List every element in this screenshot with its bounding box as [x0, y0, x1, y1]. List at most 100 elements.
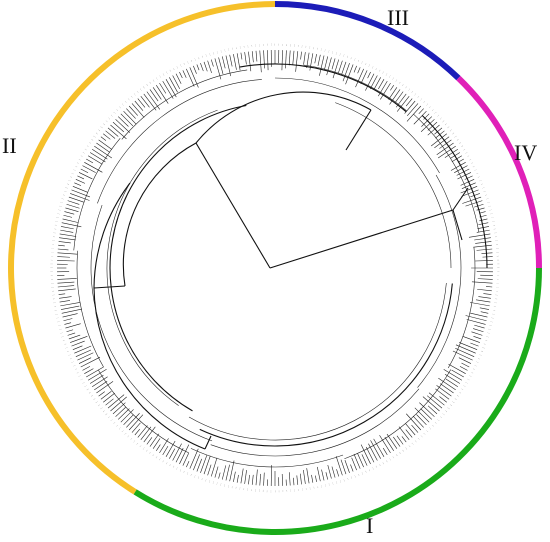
- terminal-branch: [477, 288, 492, 292]
- tip-label: ...: [477, 356, 481, 360]
- grouping-arc: [344, 369, 452, 460]
- terminal-branch: [107, 127, 119, 137]
- terminal-branch: [357, 453, 364, 468]
- terminal-branch: [311, 474, 314, 483]
- terminal-branch: [203, 61, 208, 72]
- tip-label: ...: [463, 384, 467, 388]
- tip-label: ...: [497, 274, 500, 277]
- tip-label: ...: [486, 335, 489, 339]
- terminal-branch: [140, 96, 150, 108]
- tip-label: ...: [328, 483, 332, 486]
- terminal-branch: [459, 342, 478, 350]
- terminal-branch: [105, 398, 114, 406]
- tip-labels: ........................................…: [51, 43, 500, 492]
- tip-label: ...: [346, 477, 350, 480]
- tip-label: ...: [345, 55, 349, 58]
- tip-label: ...: [118, 105, 122, 109]
- clade-arc: [199, 283, 453, 447]
- tip-label: ...: [66, 349, 70, 353]
- tip-label: ...: [58, 208, 61, 212]
- terminal-branch: [218, 57, 224, 74]
- tip-label: ...: [86, 144, 90, 148]
- terminal-branch: [63, 214, 73, 218]
- tip-label: ...: [477, 175, 481, 179]
- tip-label: ...: [54, 223, 57, 226]
- tip-label: ...: [491, 316, 494, 320]
- tip-label: ...: [118, 426, 122, 430]
- terminal-branch: [71, 340, 85, 347]
- terminal-branch: [146, 437, 153, 445]
- tip-label: ...: [65, 346, 69, 350]
- tip-label: ...: [374, 67, 378, 71]
- terminal-branch: [186, 68, 195, 87]
- grouping-arc: [76, 250, 104, 368]
- terminal-branch: [288, 50, 291, 66]
- tip-label: ...: [492, 219, 495, 222]
- terminal-branch: [89, 374, 104, 384]
- cluster-ring-iv: [456, 75, 542, 269]
- tip-label: ...: [196, 476, 200, 480]
- grouping-arc: [447, 247, 476, 369]
- terminal-branch: [263, 472, 265, 486]
- terminal-branch: [67, 332, 76, 336]
- terminal-branch: [407, 103, 419, 117]
- tip-label: ...: [356, 59, 360, 63]
- terminal-branch: [200, 455, 208, 473]
- tip-label: ...: [242, 487, 245, 490]
- tip-label: ...: [162, 73, 166, 77]
- terminal-branch: [456, 168, 470, 176]
- terminal-branch: [159, 438, 169, 454]
- tip-label: ...: [493, 305, 496, 308]
- tip-label: ...: [433, 111, 437, 115]
- tip-label: ...: [141, 446, 145, 450]
- tip-label: ...: [201, 55, 205, 58]
- terminal-branch: [72, 345, 83, 350]
- grouping-arc: [335, 102, 452, 269]
- terminal-branch: [413, 110, 427, 125]
- tip-label: ...: [74, 367, 78, 371]
- tip-label: ...: [458, 390, 462, 394]
- tip-label: ...: [59, 204, 62, 208]
- terminal-branch: [437, 145, 456, 159]
- terminal-branch: [373, 438, 385, 457]
- subclade-ii-b: [345, 109, 372, 151]
- terminal-branch: [58, 244, 65, 247]
- terminal-branch: [341, 61, 347, 76]
- tip-label: ...: [86, 387, 90, 391]
- terminal-branch: [57, 256, 70, 258]
- terminal-branch: [395, 91, 404, 103]
- tip-label: ...: [51, 285, 54, 288]
- tip-label: ...: [113, 111, 117, 115]
- terminal-branch: [57, 248, 69, 251]
- tip-label: ...: [124, 100, 128, 104]
- grouping-arc: [210, 388, 420, 457]
- tip-label: ...: [273, 43, 276, 46]
- terminal-branch: [65, 207, 79, 212]
- terminal-branch: [474, 237, 491, 241]
- tip-label: ...: [56, 216, 59, 220]
- terminal-branch: [236, 53, 241, 71]
- tip-label: ...: [270, 44, 273, 47]
- tip-label: ...: [91, 138, 95, 142]
- tip-label: ...: [158, 457, 162, 461]
- terminal-branch: [189, 448, 199, 469]
- tip-label: ...: [274, 490, 277, 493]
- terminal-branch: [324, 56, 329, 71]
- tip-label: ...: [490, 320, 493, 324]
- tip-label: ...: [327, 50, 331, 53]
- tip-label: ...: [129, 437, 133, 441]
- terminal-branch: [207, 464, 212, 476]
- tip-label: ...: [212, 52, 216, 55]
- tip-label: ...: [442, 412, 446, 416]
- tip-label: ...: [123, 432, 127, 436]
- tip-label: ...: [319, 48, 322, 51]
- tip-label: ...: [483, 189, 487, 193]
- tip-label: ...: [482, 186, 486, 190]
- tip-label: ...: [411, 442, 415, 446]
- terminal-branch: [353, 453, 361, 469]
- tip-label: ...: [416, 95, 420, 99]
- tip-label: ...: [308, 46, 311, 49]
- terminal-branch: [248, 51, 252, 72]
- grouping-arc: [97, 79, 262, 204]
- tip-label: ...: [68, 353, 72, 357]
